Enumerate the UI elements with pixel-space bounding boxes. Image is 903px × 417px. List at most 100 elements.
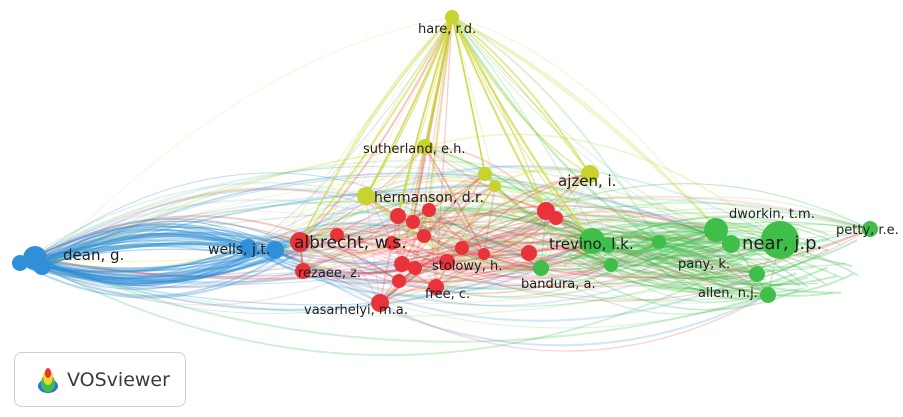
network-link <box>435 235 660 288</box>
network-link <box>528 196 871 254</box>
network-node[interactable] <box>406 215 420 229</box>
node-pany[interactable] <box>749 266 765 282</box>
network-link <box>19 261 304 289</box>
network-link <box>365 195 448 263</box>
network-link <box>379 215 399 304</box>
network-node[interactable] <box>385 236 399 250</box>
node-rezaee[interactable] <box>295 263 311 279</box>
node-label-dworkin[interactable]: dworkin, t.m. <box>729 207 815 222</box>
network-link <box>38 245 287 278</box>
node-bandura[interactable] <box>533 260 549 276</box>
network-link <box>247 247 542 297</box>
network-link <box>19 232 381 304</box>
network-link <box>302 211 660 272</box>
network-node[interactable] <box>330 228 344 242</box>
network-link <box>607 238 729 275</box>
network-node[interactable] <box>478 248 490 260</box>
network-node[interactable] <box>652 235 666 249</box>
network-link <box>528 243 732 276</box>
network-link <box>336 209 430 237</box>
node-wells[interactable] <box>239 239 257 257</box>
network-link <box>274 249 437 288</box>
network-link <box>630 217 841 246</box>
network-link <box>34 173 591 263</box>
network-link <box>299 241 437 288</box>
node-petty[interactable] <box>862 221 878 237</box>
node-label-dean[interactable]: dean, g. <box>63 246 124 264</box>
node-label-near[interactable]: near, j.p. <box>742 233 822 254</box>
node-label-free[interactable]: free, c. <box>425 287 470 302</box>
network-link <box>555 217 769 296</box>
network-link <box>38 244 291 284</box>
node-hare[interactable] <box>445 10 459 24</box>
node-sutherland[interactable] <box>417 139 433 155</box>
node-label-trevino[interactable]: trevino, l.k. <box>549 235 634 253</box>
node-hermanson[interactable] <box>357 187 375 205</box>
network-node[interactable] <box>549 211 563 225</box>
node-label-albrecht[interactable]: albrecht, w.s. <box>294 233 407 253</box>
node-ajzen[interactable] <box>581 165 599 183</box>
network-link <box>401 205 781 265</box>
network-node[interactable] <box>455 241 469 255</box>
network-node[interactable] <box>390 208 406 224</box>
node-free[interactable] <box>428 279 444 295</box>
network-link <box>19 235 425 289</box>
node-label-ajzen[interactable]: ajzen, i. <box>558 172 616 190</box>
node-stolowy[interactable] <box>439 254 455 270</box>
network-link <box>397 215 612 266</box>
node-trevino[interactable] <box>579 228 605 254</box>
network-node[interactable] <box>408 261 422 275</box>
vosviewer-label: VOSviewer <box>67 368 170 391</box>
network-node[interactable] <box>392 274 406 288</box>
node-label-bandura[interactable]: bandura, a. <box>521 277 596 292</box>
network-node[interactable] <box>478 167 492 181</box>
network-link <box>412 173 486 223</box>
network-link <box>540 241 660 273</box>
node-dworkin[interactable] <box>704 218 728 242</box>
node-label-pany[interactable]: pany, k. <box>678 257 730 272</box>
node-label-stolowy[interactable]: stolowy, h. <box>432 259 502 274</box>
network-node[interactable] <box>422 203 436 217</box>
network-link <box>624 230 755 259</box>
node-label-wells[interactable]: wells, j.t. <box>208 242 270 258</box>
network-link <box>494 185 660 247</box>
network-link <box>435 262 612 288</box>
network-link <box>555 202 871 230</box>
network-node[interactable] <box>604 258 618 272</box>
network-link <box>528 247 769 296</box>
node-label-hare[interactable]: hare, r.d. <box>418 22 476 37</box>
network-link <box>451 16 593 242</box>
network-node[interactable] <box>489 180 501 192</box>
network-link <box>625 222 757 252</box>
vosviewer-badge[interactable]: VOSviewer <box>14 352 186 407</box>
network-link <box>461 218 732 249</box>
network-link <box>398 252 530 289</box>
network-link <box>435 185 496 288</box>
network-link <box>247 240 400 282</box>
network-link <box>451 16 660 243</box>
node-near[interactable] <box>761 221 799 259</box>
node-label-allen[interactable]: allen, n.j. <box>698 286 758 301</box>
node-label-rezaee[interactable]: rezaee, z. <box>298 266 361 281</box>
network-node[interactable] <box>722 235 740 253</box>
network-node[interactable] <box>394 256 410 272</box>
network-link <box>577 242 806 295</box>
node-allen[interactable] <box>760 287 776 303</box>
node-vasarhelyi[interactable] <box>371 294 389 312</box>
network-link <box>412 221 717 251</box>
node-label-vasarhelyi[interactable]: vasarhelyi, m.a. <box>304 303 408 318</box>
network-node[interactable] <box>521 245 537 261</box>
network-link <box>414 252 530 272</box>
network-link <box>42 246 248 273</box>
network-link <box>41 228 249 267</box>
node-dean[interactable] <box>23 246 47 270</box>
network-link <box>632 256 791 280</box>
network-link <box>34 209 717 259</box>
node-label-petty[interactable]: petty, r.e. <box>836 223 899 238</box>
network-node[interactable] <box>417 229 431 243</box>
network-node[interactable] <box>266 241 284 259</box>
node-label-hermanson[interactable]: hermanson, d.r. <box>374 190 484 206</box>
node-label-sutherland[interactable]: sutherland, e.h. <box>363 142 466 157</box>
node-albrecht[interactable] <box>290 232 310 252</box>
